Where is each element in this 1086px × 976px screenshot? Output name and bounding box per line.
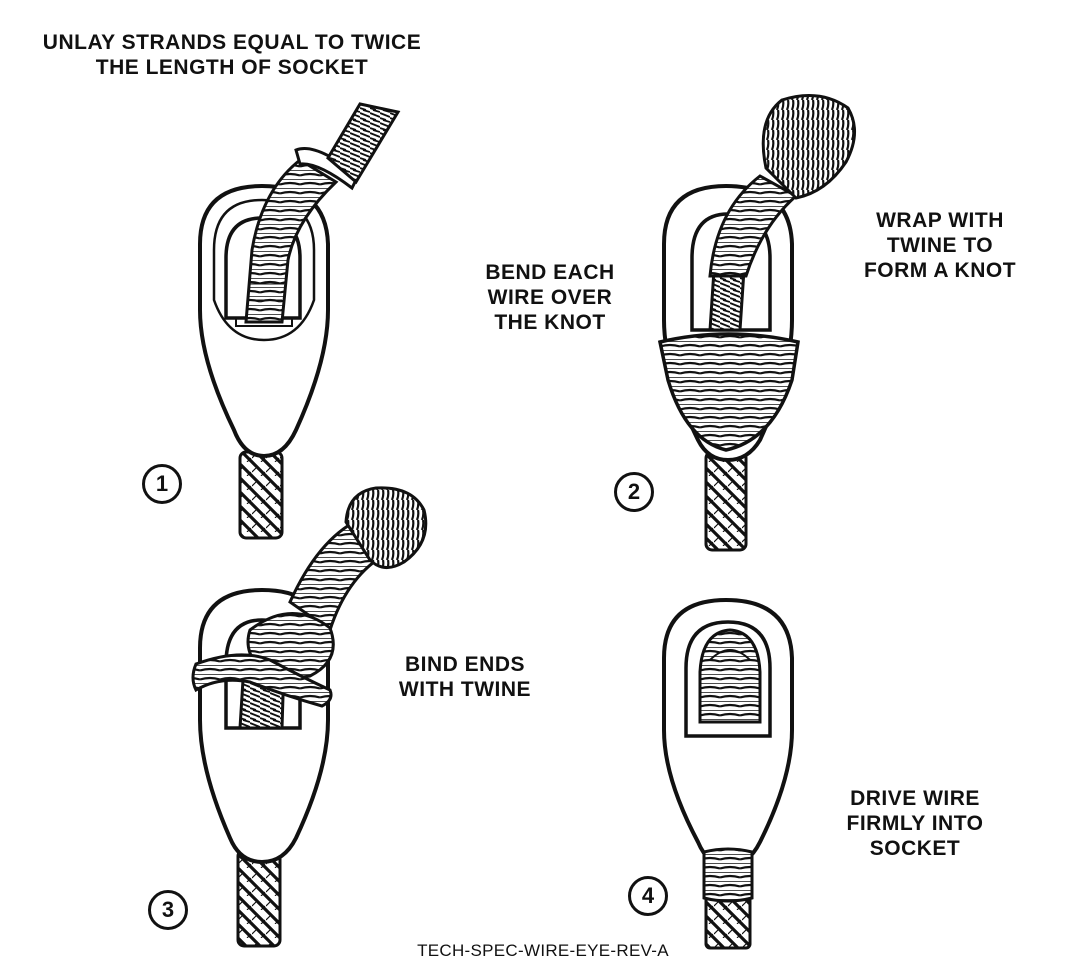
twine-wrap-2 [657, 332, 800, 452]
caption-line: THE LENGTH OF SOCKET [95, 56, 369, 79]
strand-ends-3 [344, 486, 428, 569]
caption-bend-wire: BEND EACH WIRE OVER THE KNOT [470, 260, 630, 335]
caption-line: UNLAY STRANDS EQUAL TO TWICE [42, 31, 422, 54]
twine-loop-3 [191, 653, 333, 708]
caption-line: DRIVE WIRE [850, 787, 980, 810]
wire-core-2 [708, 268, 746, 332]
step-badge-3: 3 [148, 890, 188, 930]
seizing-band-4 [702, 847, 754, 903]
step-badge-1: 1 [142, 464, 182, 504]
socket-figure-3 [191, 486, 428, 948]
step-badge-4: 4 [628, 876, 668, 916]
cable-2 [704, 450, 748, 552]
twine-knot-2 [708, 174, 799, 278]
caption-drive-wire: DRIVE WIRE FIRMLY INTO SOCKET [830, 786, 1000, 861]
socket-figure-1 [198, 102, 401, 540]
caption-line: SOCKET [869, 837, 961, 860]
cable-1 [238, 450, 284, 540]
caption-bind-ends: BIND ENDS WITH TWINE [380, 652, 550, 702]
cable-3 [236, 848, 282, 948]
socket-figure-2 [657, 94, 856, 552]
caption-unlay-strands: UNLAY STRANDS EQUAL TO TWICE THE LENGTH … [22, 30, 442, 80]
caption-wrap-twine: WRAP WITH TWINE TO FORM A KNOT [850, 208, 1030, 283]
driven-knot-4 [698, 628, 762, 724]
socket-figure-4 [662, 597, 794, 950]
caption-line: THE KNOT [494, 311, 606, 334]
wrapped-strands-1 [244, 158, 339, 324]
caption-line: BIND ENDS [404, 653, 525, 676]
document-code: TECH-SPEC-WIRE-EYE-REV-A [417, 941, 669, 960]
caption-line: WIRE OVER [487, 286, 613, 309]
unlayed-strands-1 [326, 102, 401, 185]
caption-line: WITH TWINE [398, 678, 532, 701]
caption-line: TWINE TO [886, 234, 994, 257]
caption-line: FIRMLY INTO [846, 812, 984, 835]
caption-line: WRAP WITH [876, 209, 1004, 232]
strand-ends-2 [761, 94, 856, 200]
step-badge-2: 2 [614, 472, 654, 512]
caption-line: FORM A KNOT [863, 259, 1017, 282]
caption-line: BEND EACH [485, 261, 615, 284]
